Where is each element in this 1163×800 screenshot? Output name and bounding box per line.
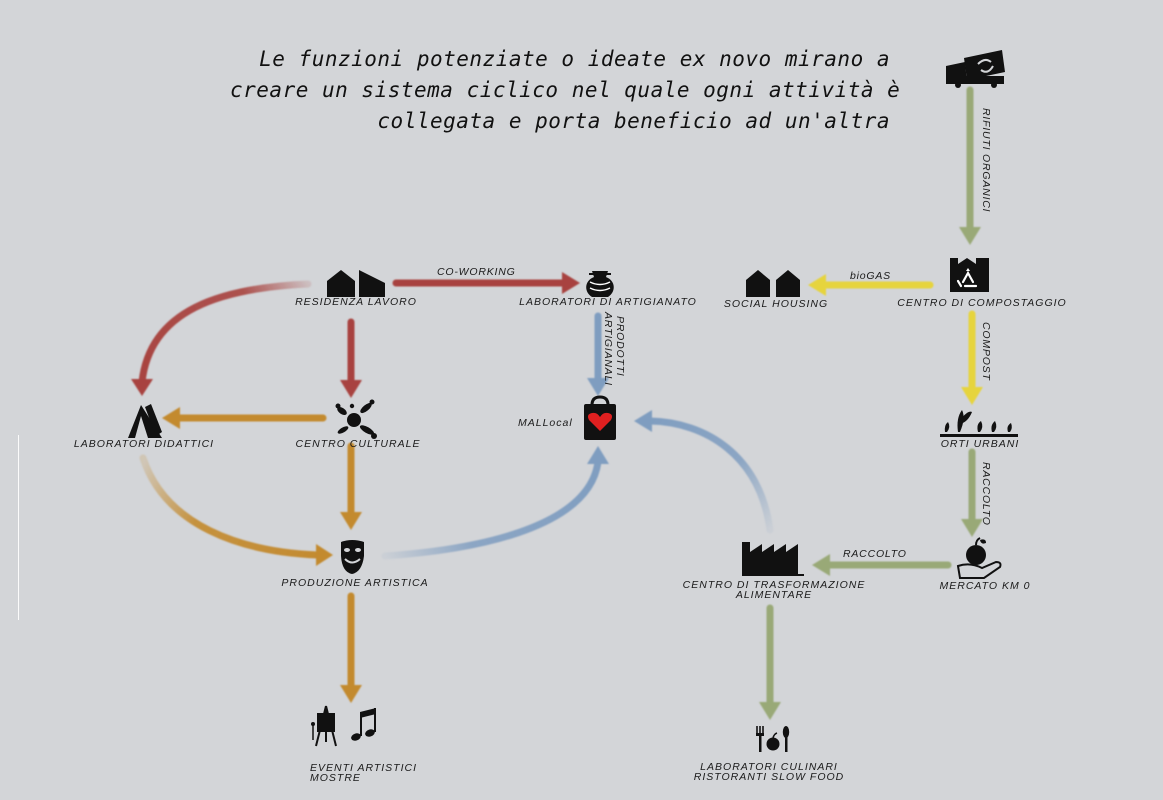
garbage-truck-icon [946,50,1005,88]
arrow-biogas [808,274,934,296]
arrow-raccolto-horizontal [812,554,952,576]
label-laboratori-didattici: LABORATORI DIDATTICI [73,438,215,450]
label-produzione-artistica: PRODUZIONE ARTISTICA [281,577,429,589]
edge-label-prodotti-line1: PRODOTTI [614,316,626,377]
arrow-trasformazione-culinari [759,604,781,720]
edge-label-biogas: bioGAS [850,270,891,282]
cutlery-apple-icon [756,726,790,752]
headline-line-3: collegata e porta beneficio ad un'altra [377,109,890,133]
social-housing-houses-icon [746,270,800,297]
pottery-jar-icon [586,271,614,297]
arrow-produzione-eventi [340,592,362,703]
recycling-factory-icon [950,258,989,292]
edge-label-rifiuti: RIFIUTI ORGANICI [980,108,992,212]
label-eventi-line1: EVENTI ARTISTICI [310,762,418,774]
arrow-produzione-mallocal [381,446,609,560]
edge-label-raccolto-vertical: RACCOLTO [980,462,992,526]
label-mercato-km0: MERCATO KM 0 [939,580,1031,592]
arrow-trasformazione-mallocal [634,410,774,534]
hand-apple-icon [956,537,1002,579]
left-edge-line [18,435,19,620]
label-mallocal: MALLocal [518,417,573,429]
label-laboratori-culinari-line1: LABORATORI CULINARI [700,761,838,773]
headline: Le funzioni potenziate o ideate ex novo … [230,44,901,137]
arrow-raccolto-vertical [961,448,983,537]
factory-icon [742,542,804,576]
headline-line-1: Le funzioni potenziate o ideate ex novo … [259,47,890,71]
arrow-compost [961,310,983,405]
arrow-residenza-centro-culturale [340,318,362,398]
label-centro-trasformazione-line2: ALIMENTARE [735,589,813,601]
houses-icon [327,270,385,297]
label-eventi-line2: MOSTRE [310,772,361,784]
arrow-centro-culturale-laboratori-didattici [162,407,327,429]
headline-line-2: creare un sistema ciclico nel quale ogni… [230,78,901,102]
label-centro-compostaggio: CENTRO DI COMPOSTAGGIO [897,297,1067,309]
label-residenza-lavoro: RESIDENZA LAVORO [295,296,417,308]
edge-label-coworking: CO-WORKING [437,266,516,278]
edge-label-raccolto-horizontal: RACCOLTO [843,548,907,560]
label-laboratori-artigianato: LABORATORI DI ARTIGIANATO [519,296,697,308]
pencil-compass-icon [128,404,162,438]
label-centro-trasformazione-line1: CENTRO DI TRASFORMAZIONE [682,579,866,591]
label-centro-culturale: CENTRO CULTURALE [295,438,421,450]
label-social-housing: SOCIAL HOUSING [723,298,829,310]
theater-mask-icon [341,540,364,574]
paint-splat-icon [335,399,377,439]
label-laboratori-culinari-line2: RISTORANTI SLOW FOOD [693,771,845,783]
arrow-coworking [392,272,580,294]
label-orti-urbani: ORTI URBANI [940,438,1020,450]
easel-music-icon [311,705,376,747]
arrow-prodotti-artigianali [587,312,609,396]
sprouts-icon [940,410,1018,437]
arrow-rifiuti-organici [959,86,981,245]
arrow-laboratori-didattici-produzione [139,454,333,566]
arrow-residenza-laboratori-didattici [131,280,312,396]
edge-label-compost: COMPOST [980,322,992,381]
arrow-centro-culturale-produzione [340,442,362,530]
shopping-bag-heart-icon [584,395,616,440]
edge-label-prodotti-line2: ARTIGIANALI [602,311,614,386]
